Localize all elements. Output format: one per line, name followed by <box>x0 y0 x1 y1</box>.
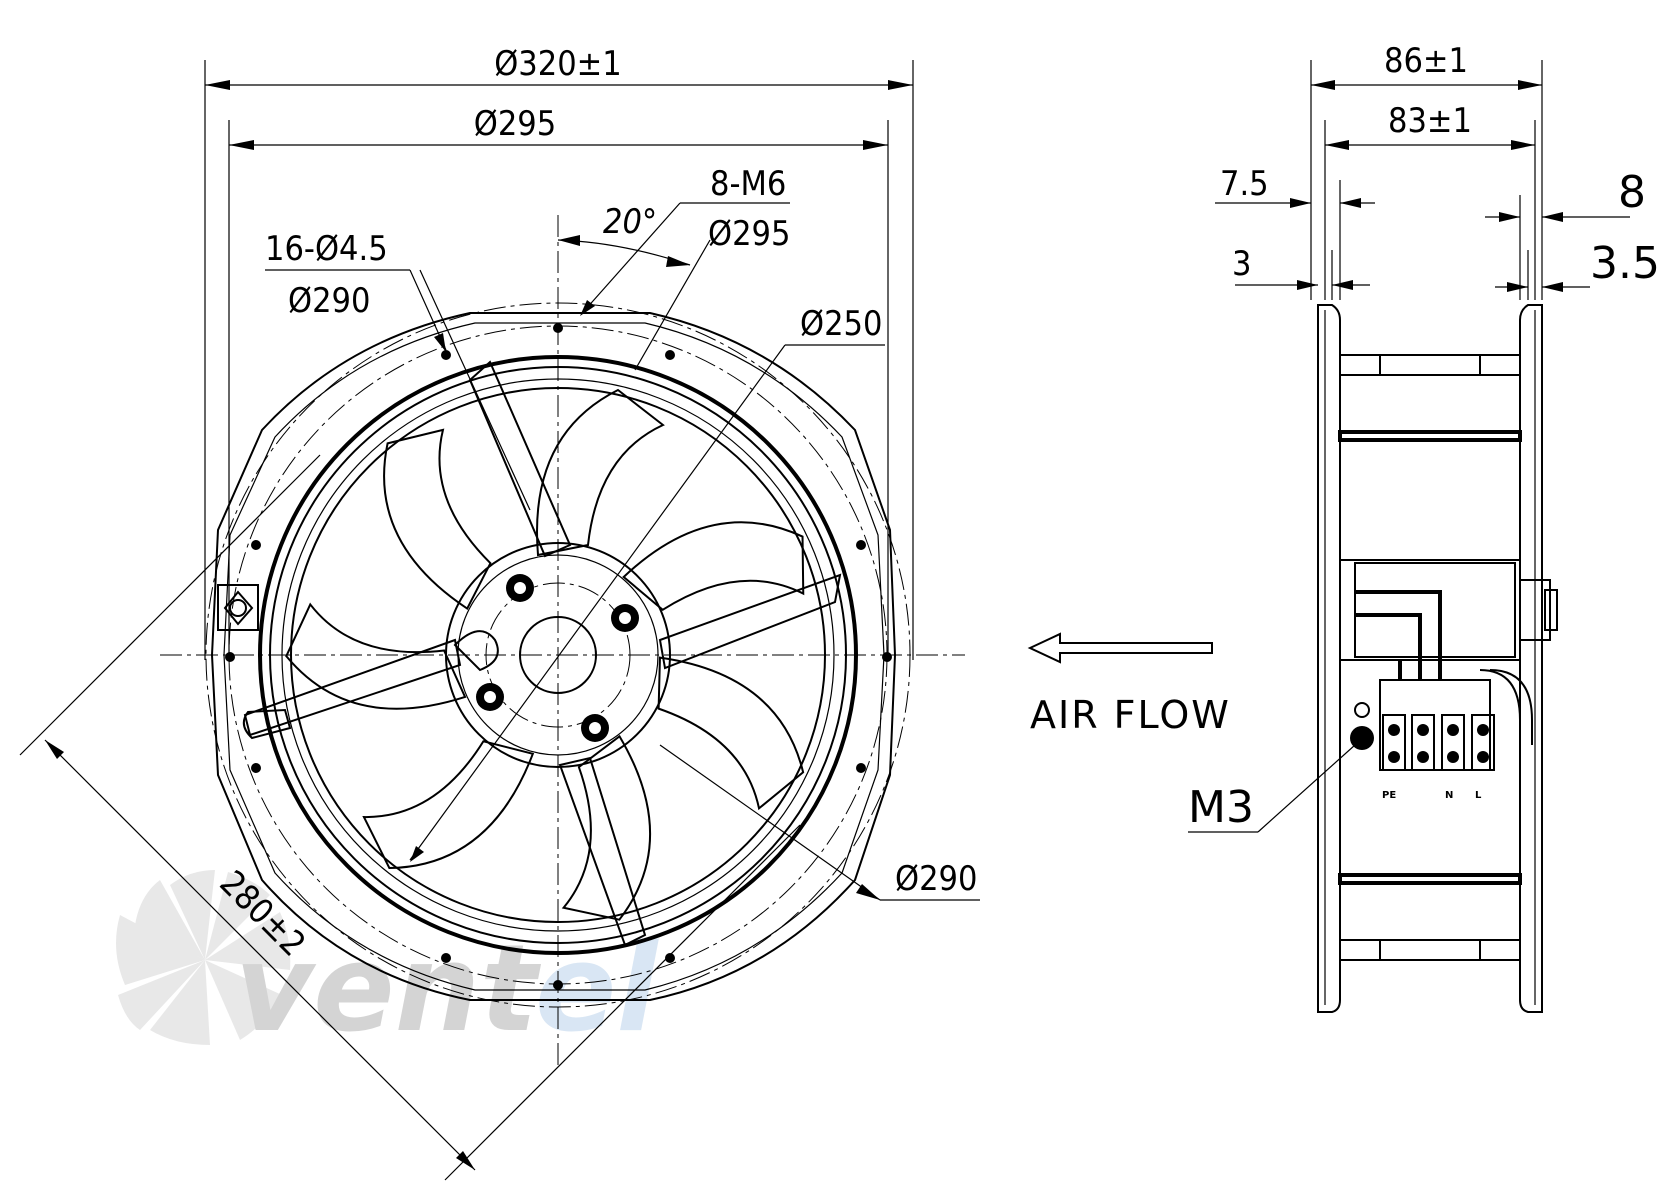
airflow-label: AIR FLOW <box>1030 693 1231 737</box>
terminal-label-pe: PE <box>1382 790 1396 801</box>
dim-left-flange: 3 <box>1232 244 1251 284</box>
dim-frame-width: 83±1 <box>1388 101 1472 141</box>
venturi-ring-inner <box>281 378 835 932</box>
dim-left-offset: 7.5 <box>1220 164 1269 204</box>
side-cable-gland <box>1519 579 1551 641</box>
hub-screw-circle <box>485 582 631 728</box>
dim-inner-diameter: Ø290 <box>895 859 977 899</box>
dim-ring-diameter: Ø250 <box>800 304 882 344</box>
dim-holes-pcd: Ø290 <box>288 281 370 321</box>
dim-holes-count: 16-Ø4.5 <box>265 229 388 269</box>
housing-outline-inner <box>223 322 885 991</box>
dim-screws-pcd: Ø295 <box>708 214 790 254</box>
right-flange <box>1519 304 1543 1013</box>
mounting-holes <box>225 323 892 990</box>
terminal-label-l: L <box>1475 790 1482 801</box>
venturi-ring-mid <box>269 366 847 944</box>
outer-pitch-circle <box>205 302 911 1008</box>
dim-line-square <box>44 739 476 1171</box>
hub-outer <box>445 542 671 768</box>
terminal-label-n: N <box>1445 790 1453 801</box>
hub-center-bore <box>519 616 597 694</box>
dim-angle: 20° <box>603 202 657 242</box>
left-flange <box>1317 304 1341 1013</box>
watermark-fan-icon <box>116 870 291 1045</box>
cable-gland <box>217 584 259 631</box>
dim-screws-count: 8-M6 <box>710 164 786 204</box>
ground-screw <box>1350 726 1374 750</box>
venturi-ring-outer <box>258 355 858 955</box>
housing-outline <box>210 312 897 1001</box>
impeller-blades <box>285 388 805 921</box>
side-view: PE N L M3 86±1 83±1 7.5 3 <box>1188 41 1660 1013</box>
support-spokes <box>242 360 842 947</box>
dim-right-flange: 3.5 <box>1590 238 1660 289</box>
motor-body <box>1339 559 1521 661</box>
airflow-indicator: AIR FLOW <box>1027 632 1231 737</box>
cable-exit <box>453 630 499 672</box>
hub-screws <box>476 574 639 742</box>
dim-right-offset: 8 <box>1618 167 1646 218</box>
impeller-tip-circle <box>290 387 826 923</box>
dim-outer-diameter: Ø320±1 <box>494 44 622 84</box>
hub-inner <box>457 554 659 756</box>
terminal-block: PE N L <box>1350 679 1495 801</box>
dim-mount-diameter: Ø295 <box>474 104 556 144</box>
dim-terminal-thread: M3 <box>1188 782 1254 833</box>
dim-total-width: 86±1 <box>1384 41 1468 81</box>
